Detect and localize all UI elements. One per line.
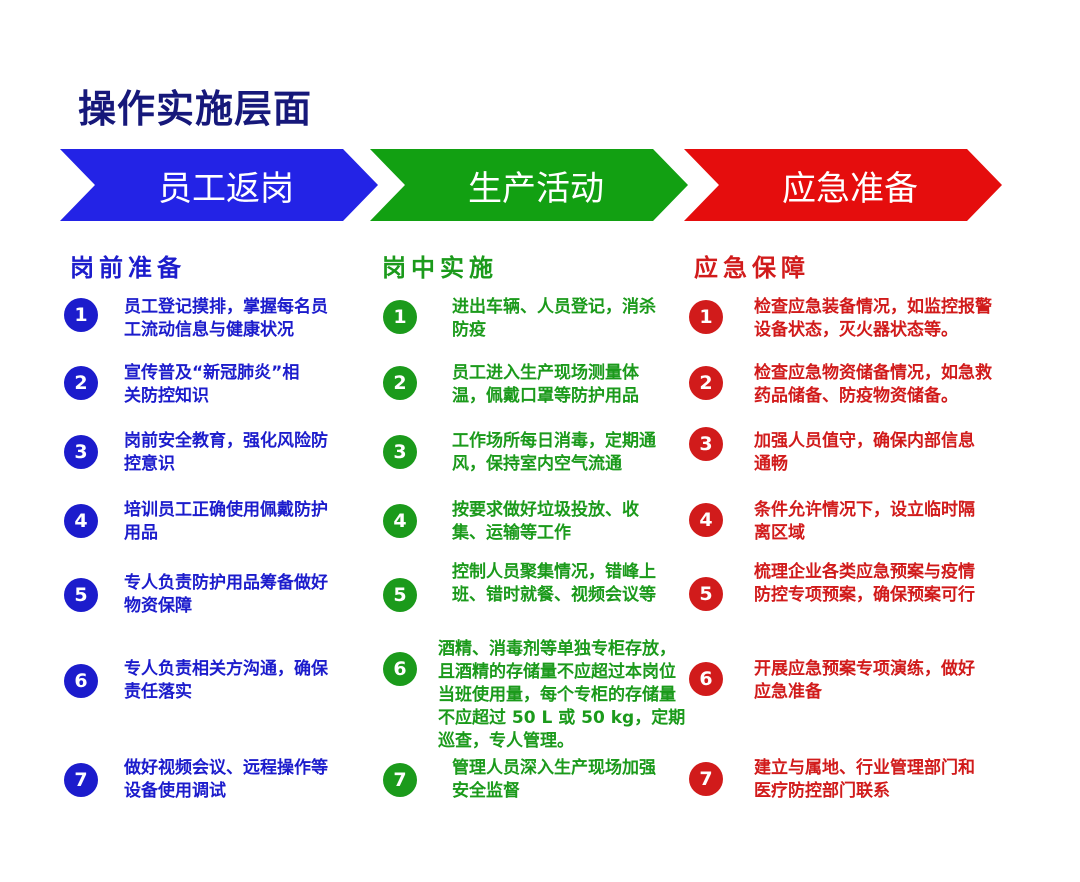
step-number-badge: 2 — [689, 366, 723, 400]
step-text: 专人负责防护用品筹备做好物资保障 — [124, 573, 328, 616]
step-number-badge: 5 — [383, 578, 417, 612]
step-text: 专人负责相关方沟通，确保责任落实 — [124, 659, 328, 702]
step-number-badge: 1 — [383, 300, 417, 334]
step-number-badge: 6 — [64, 664, 98, 698]
step-number-badge: 6 — [689, 662, 723, 696]
step-number-badge: 7 — [64, 763, 98, 797]
step-text: 检查应急物资储备情况，如急救药品储备、防疫物资储备。 — [754, 363, 992, 406]
step-number-badge: 4 — [64, 504, 98, 538]
chevron-label: 生产活动 — [468, 168, 604, 209]
step-text: 控制人员聚集情况，错峰上班、错时就餐、视频会议等 — [452, 562, 656, 605]
step-text: 岗前安全教育，强化风险防控意识 — [124, 431, 328, 474]
step-text: 做好视频会议、远程操作等设备使用调试 — [124, 758, 328, 801]
step-number-badge: 6 — [383, 652, 417, 686]
step-text: 梳理企业各类应急预案与疫情防控专项预案，确保预案可行 — [754, 562, 975, 605]
step-text: 酒精、消毒剂等单独专柜存放，且酒精的存储量不应超过本岗位当班使用量，每个专柜的存… — [438, 639, 686, 751]
step-text: 员工进入生产现场测量体温，佩戴口罩等防护用品 — [452, 363, 639, 406]
step-text: 检查应急装备情况，如监控报警设备状态，灭火器状态等。 — [754, 297, 992, 340]
step-number-badge: 4 — [383, 504, 417, 538]
step-text: 宣传普及“新冠肺炎”相关防控知识 — [124, 363, 300, 406]
chevron-label: 应急准备 — [782, 168, 918, 209]
step-number-badge: 1 — [689, 300, 723, 334]
column-subtitle: 岗中实施 — [382, 254, 498, 282]
column-subtitle: 岗前准备 — [70, 254, 186, 282]
column-emergency-support: 应急保障 — [694, 248, 1014, 283]
step-number-badge: 3 — [64, 435, 98, 469]
chevron-label: 员工返岗 — [158, 168, 294, 209]
step-number-badge: 4 — [689, 503, 723, 537]
step-text: 进出车辆、人员登记，消杀防疫 — [452, 297, 656, 340]
step-text: 员工登记摸排，掌握每名员工流动信息与健康状况 — [124, 297, 328, 340]
step-text: 开展应急预案专项演练，做好应急准备 — [754, 659, 975, 702]
step-text: 管理人员深入生产现场加强安全监督 — [452, 758, 656, 801]
column-subtitle: 应急保障 — [694, 254, 810, 282]
chevron-production: 生产活动 — [370, 149, 688, 221]
step-number-badge: 1 — [64, 298, 98, 332]
step-text: 按要求做好垃圾投放、收集、运输等工作 — [452, 500, 639, 543]
step-number-badge: 3 — [689, 427, 723, 461]
page-title: 操作实施层面 — [78, 87, 313, 131]
step-number-badge: 3 — [383, 435, 417, 469]
step-number-badge: 2 — [383, 366, 417, 400]
step-text: 培训员工正确使用佩戴防护用品 — [124, 500, 328, 543]
chevron-employee-return: 员工返岗 — [60, 149, 378, 221]
step-text: 建立与属地、行业管理部门和医疗防控部门联系 — [754, 758, 975, 801]
column-pre-work: 岗前准备 — [70, 248, 390, 283]
step-number-badge: 5 — [64, 578, 98, 612]
step-text: 加强人员值守，确保内部信息通畅 — [754, 431, 975, 474]
chevron-emergency: 应急准备 — [684, 149, 1002, 221]
step-number-badge: 5 — [689, 577, 723, 611]
step-text: 条件允许情况下，设立临时隔离区域 — [754, 500, 975, 543]
column-in-work: 岗中实施 — [382, 248, 702, 283]
step-number-badge: 7 — [689, 762, 723, 796]
step-number-badge: 7 — [383, 763, 417, 797]
step-number-badge: 2 — [64, 366, 98, 400]
step-text: 工作场所每日消毒，定期通风，保持室内空气流通 — [452, 431, 656, 474]
